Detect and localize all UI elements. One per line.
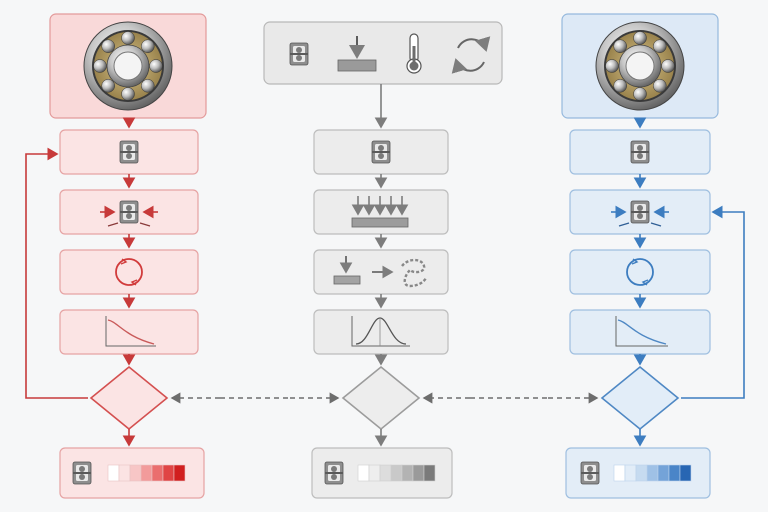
ball-bearing-icon: [83, 21, 173, 111]
right-flow-arrows: [633, 117, 745, 447]
distributed-load-icon: [351, 196, 409, 228]
bearing-cross-section-icon: [289, 42, 309, 66]
thermometer-icon: [406, 33, 422, 74]
left-flow-arrows: [25, 117, 136, 447]
compressed-bearing-icon: [611, 200, 669, 227]
center-decision-diamond: [341, 365, 421, 431]
right-step-3-box: [569, 249, 711, 295]
bearing-cross-section-icon: [371, 140, 391, 164]
right-decision-diamond: [600, 365, 680, 431]
ball-bearing-icon: [595, 21, 685, 111]
decay-curve-icon: [615, 316, 668, 347]
circular-cycle-icon: [115, 258, 143, 286]
left-column: [25, 13, 207, 499]
load-to-wear-icon: [333, 256, 428, 288]
cycle-arrows-icon: [451, 36, 491, 74]
left-step-3-box: [59, 249, 199, 295]
bearing-cross-section-icon: [119, 140, 139, 164]
center-top-panel: [263, 21, 503, 85]
right-step-4-box: [569, 309, 711, 355]
bell-curve-icon: [351, 316, 410, 347]
bearing-with-gray-gradient-scale-icon: [324, 461, 436, 485]
bearing-with-red-gradient-scale-icon: [72, 461, 186, 485]
compressed-bearing-icon: [100, 200, 158, 227]
downward-force-icon: [337, 36, 377, 72]
circular-cycle-icon: [626, 258, 654, 286]
bearing-cross-section-icon: [630, 140, 650, 164]
left-decision-diamond: [89, 365, 169, 431]
decay-curve-icon: [105, 316, 156, 347]
center-step-4-box: [313, 309, 449, 355]
left-step-4-box: [59, 309, 199, 355]
bearing-with-blue-gradient-scale-icon: [580, 461, 692, 485]
right-column: [561, 13, 745, 499]
center-column: [263, 21, 503, 499]
